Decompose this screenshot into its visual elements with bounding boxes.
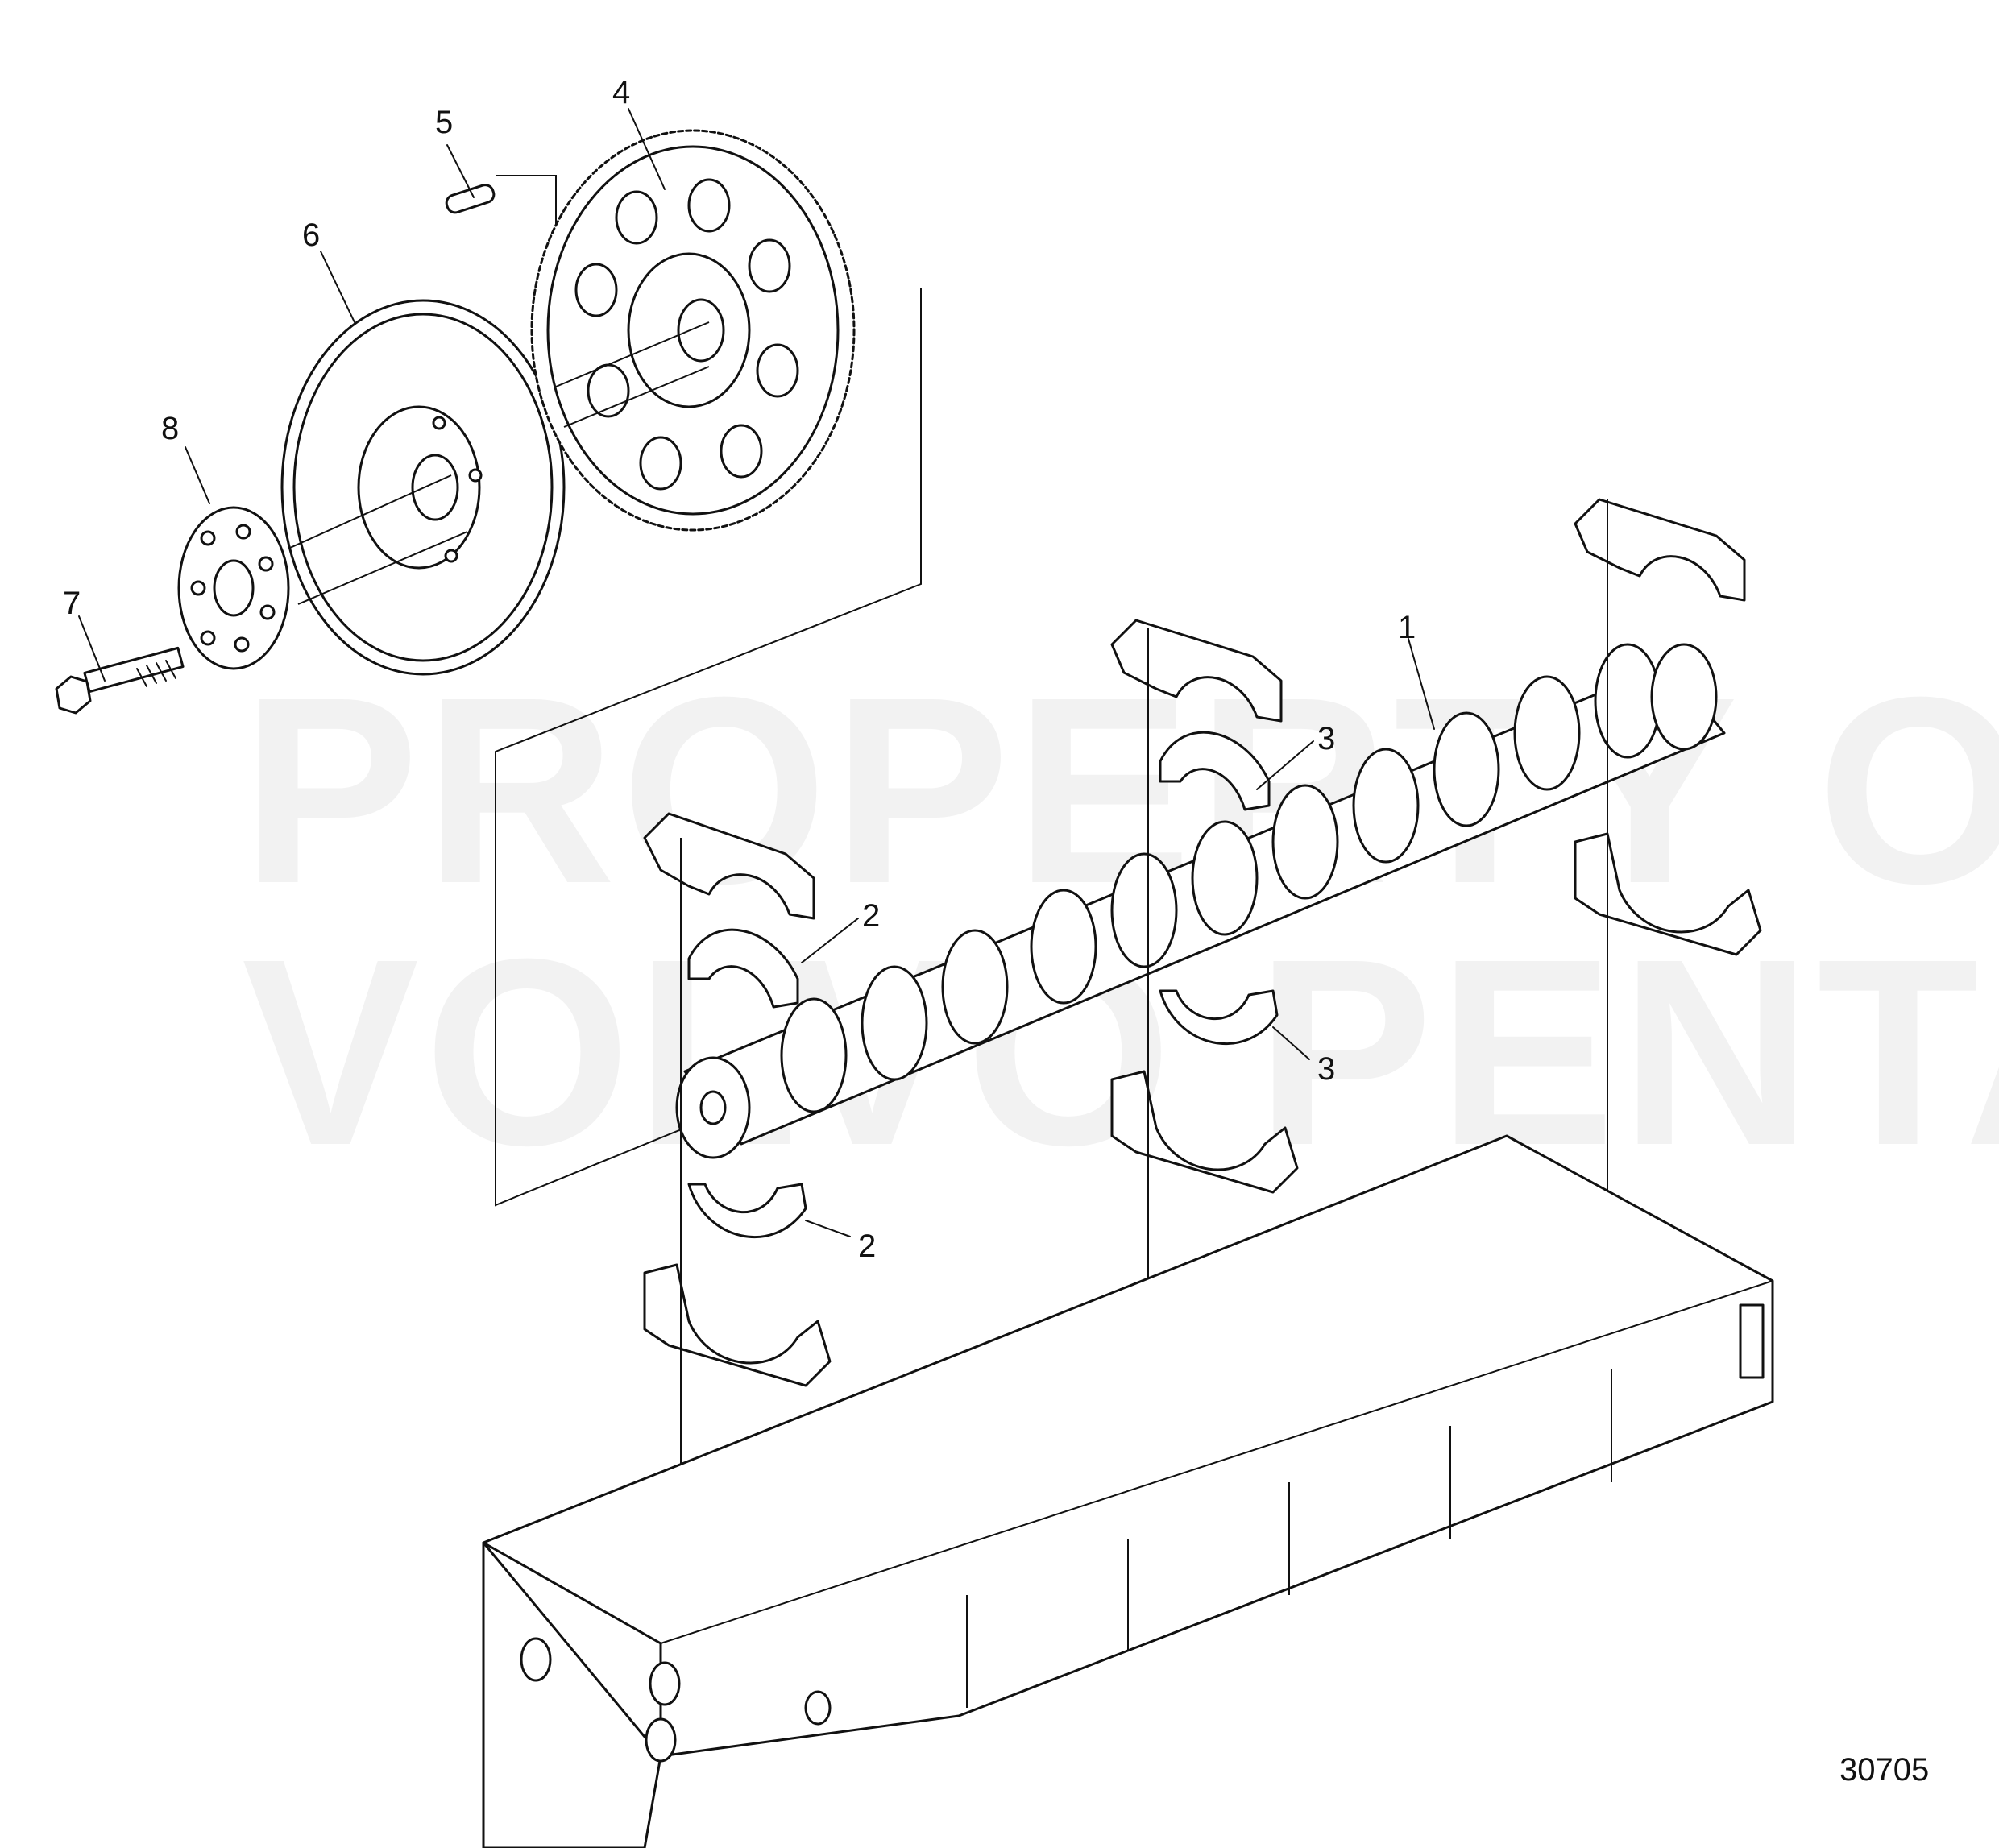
figure-number: 30705 bbox=[1839, 1752, 1929, 1788]
bearing-caps-upper bbox=[643, 498, 1746, 920]
bearing-shells-upper bbox=[687, 731, 1271, 1009]
callout-4: 4 bbox=[612, 75, 630, 110]
callouts: 1 2 2 3 3 4 5 6 7 8 bbox=[63, 75, 1435, 1264]
flywheel bbox=[280, 299, 566, 676]
camshaft bbox=[675, 643, 1726, 1159]
callout-3-lower: 3 bbox=[1317, 1051, 1335, 1087]
callout-2-lower: 2 bbox=[858, 1229, 876, 1264]
callout-7: 7 bbox=[63, 586, 81, 621]
alignment-lines bbox=[680, 499, 1608, 1490]
camshaft-gear bbox=[530, 129, 856, 532]
callout-8: 8 bbox=[161, 411, 179, 446]
callout-6: 6 bbox=[302, 218, 320, 253]
callout-2-upper: 2 bbox=[862, 898, 880, 934]
cylinder-head bbox=[482, 1134, 1774, 1848]
bearing-shells-lower bbox=[687, 989, 1279, 1238]
callout-5: 5 bbox=[435, 105, 453, 140]
callout-1: 1 bbox=[1398, 610, 1416, 645]
dowel-pin bbox=[445, 184, 496, 214]
bolt bbox=[55, 646, 185, 715]
callout-3-upper: 3 bbox=[1317, 721, 1335, 756]
washer-plate bbox=[177, 506, 290, 670]
bearing-caps-lower bbox=[643, 832, 1762, 1387]
